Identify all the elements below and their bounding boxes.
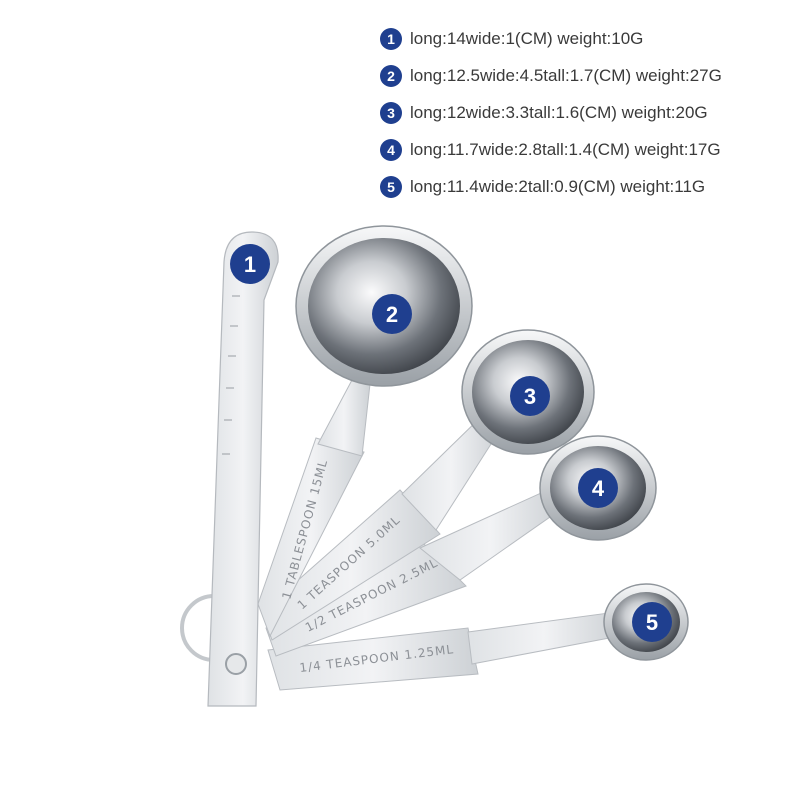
spec-text-4: long:11.7wide:2.8tall:1.4(CM) weight:17G xyxy=(410,139,721,159)
spoon-badge-1: 1 xyxy=(230,244,270,284)
spec-list: 1 long:14wide:1(CM) weight:10G 2 long:12… xyxy=(380,20,790,205)
spec-text-1: long:14wide:1(CM) weight:10G xyxy=(410,28,644,48)
number-badge-2: 2 xyxy=(380,64,402,87)
spoon-badge-4-label: 4 xyxy=(592,476,605,501)
number-badge-1: 1 xyxy=(380,27,402,50)
number-badge-3: 3 xyxy=(380,101,402,124)
spec-row-4: 4 long:11.7wide:2.8tall:1.4(CM) weight:1… xyxy=(380,131,790,168)
spoon-badge-5-label: 5 xyxy=(646,610,658,635)
spec-row-1: 1 long:14wide:1(CM) weight:10G xyxy=(380,20,790,57)
spoon-badge-5: 5 xyxy=(632,602,672,642)
spoon-badge-4: 4 xyxy=(578,468,618,508)
spec-row-5: 5 long:11.4wide:2tall:0.9(CM) weight:11G xyxy=(380,168,790,205)
spoon-badge-3: 3 xyxy=(510,376,550,416)
spec-text-2: long:12.5wide:4.5tall:1.7(CM) weight:27G xyxy=(410,65,722,85)
number-badge-4: 4 xyxy=(380,138,402,161)
spoon-1 xyxy=(207,231,279,707)
spoon-badge-1-label: 1 xyxy=(244,252,256,277)
spec-text-3: long:12wide:3.3tall:1.6(CM) weight:20G xyxy=(410,102,708,122)
spoon-badge-2: 2 xyxy=(372,294,412,334)
spoon-badge-2-label: 2 xyxy=(386,302,398,327)
spec-row-2: 2 long:12.5wide:4.5tall:1.7(CM) weight:2… xyxy=(380,57,790,94)
number-badge-5: 5 xyxy=(380,175,402,198)
spoon-badge-3-label: 3 xyxy=(524,384,536,409)
spec-row-3: 3 long:12wide:3.3tall:1.6(CM) weight:20G xyxy=(380,94,790,131)
spec-text-5: long:11.4wide:2tall:0.9(CM) weight:11G xyxy=(410,176,706,196)
